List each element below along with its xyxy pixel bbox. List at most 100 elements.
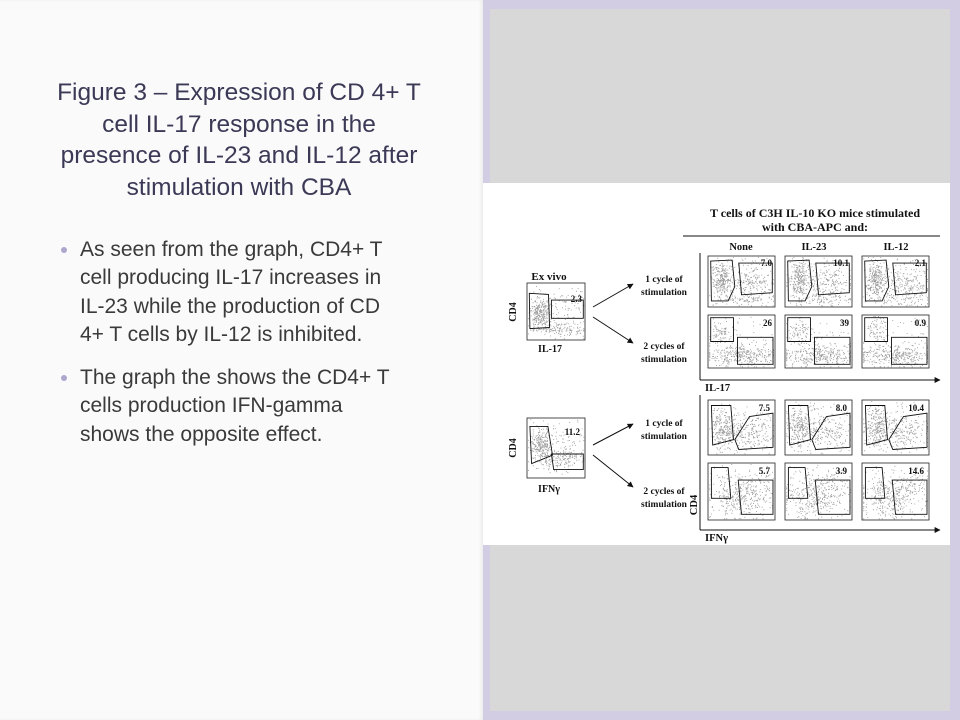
axis-label-ifng: IFNγ (705, 533, 728, 544)
flow-plot-ifng-1cycle-il12: 10.4 (861, 399, 930, 456)
y-axis-label-cd4: CD4 (508, 302, 519, 321)
gate-outline (787, 467, 809, 499)
column-header-none: None (729, 242, 753, 253)
flow-plot-il17-1cycle-il23: 10.1 (784, 255, 853, 308)
slide-title-line: presence of IL-23 and IL-12 after (60, 142, 418, 169)
axis-label-cd4: CD4 (689, 494, 700, 515)
slide-title: Figure 3 – Expression of CD 4+ T cell IL… (20, 77, 458, 203)
flow-plot-ifng-2cycles-il23: 3.9 (784, 462, 853, 521)
gate-percentage: 26 (763, 318, 773, 328)
two-cycles-label: stimulation (641, 500, 688, 510)
gate-outline (888, 412, 928, 450)
bullet-line: shows the opposite effect. (80, 422, 323, 446)
slide-text-panel: Figure 3 – Expression of CD 4+ T cell IL… (20, 77, 474, 464)
two-cycles-label: 2 cycles of (643, 487, 685, 497)
column-header-il12: IL-12 (883, 242, 908, 253)
gate-percentage: 5.7 (759, 466, 771, 476)
figure-svg: T cells of C3H IL-10 KO mice stimulated … (508, 206, 941, 544)
bullet-dot-icon (61, 247, 67, 253)
flow-plot-il17-2cycles-il12: 0.9 (861, 314, 930, 369)
gate-outline (814, 336, 851, 365)
gate-outline (787, 259, 813, 302)
scatter-dots (709, 316, 774, 368)
bullet-item: As seen from the graph, CD4+ T cell prod… (61, 236, 474, 349)
gate-outline (892, 262, 927, 296)
gate-outline (891, 479, 928, 515)
gate-outline (710, 259, 736, 302)
gate-outline (529, 425, 554, 465)
gate-percentage: 10.1 (833, 258, 849, 268)
figure-title-line: with CBA-APC and: (762, 220, 868, 234)
scatter-dots (863, 257, 928, 307)
y-axis-label-cd4: CD4 (508, 438, 519, 457)
gate-outline (710, 317, 734, 342)
gate-outline (550, 453, 584, 471)
one-cycle-label: stimulation (641, 288, 688, 298)
ex-vivo-label: Ex vivo (531, 271, 567, 283)
gate-percentage: 3.9 (836, 466, 848, 476)
bullet-line: IL-23 while the production of CD (80, 294, 380, 318)
gate-percentage: 8.0 (836, 403, 848, 413)
gate-outline (710, 467, 732, 499)
figure-image: T cells of C3H IL-10 KO mice stimulated … (483, 183, 950, 545)
gate-outline (787, 317, 811, 342)
gate-outline (864, 467, 886, 499)
scatter-dots (786, 464, 851, 520)
gate-outline (550, 299, 584, 319)
flow-plot-ifng-2cycles-none: 5.7 (707, 462, 776, 521)
scatter-dots (786, 401, 851, 455)
bullet-line: 4+ T cells by IL-12 is inhibited. (80, 322, 363, 346)
flow-plot-ifng-2cycles-il12: 14.6 (861, 462, 930, 521)
gate-outline (710, 405, 734, 446)
gate-percentage: 39 (840, 318, 850, 328)
gate-outline (737, 336, 774, 365)
bullet-line: The graph the shows the CD4+ T (80, 365, 390, 389)
scatter-dots (786, 316, 851, 368)
gate-outline (738, 262, 773, 296)
x-axis-label-ifng: IFNγ (538, 484, 560, 495)
flow-plot-il17-2cycles-il23: 39 (784, 314, 853, 369)
one-cycle-label: 1 cycle of (645, 275, 683, 285)
gate-percentage: 2.1 (915, 258, 927, 268)
slide-title-line: Figure 3 – Expression of CD 4+ T (57, 79, 421, 106)
column-header-il23: IL-23 (801, 242, 826, 253)
arrow-to-two-cycles (592, 316, 634, 344)
flow-plot-il17-1cycle-none: 7.0 (707, 255, 776, 308)
gate-outline (787, 405, 811, 446)
x-axis-label-il17: IL-17 (538, 344, 562, 355)
two-cycles-label: 2 cycles of (643, 342, 685, 352)
gate-outline (737, 479, 774, 515)
gate-outline (811, 412, 851, 450)
gate-outline (864, 317, 888, 342)
slide-title-line: cell IL-17 response in the (102, 110, 376, 138)
slide-title-line: stimulation with CBA (126, 173, 352, 201)
flow-plot-exvivo-ifng: 11.2 (526, 417, 586, 479)
figure-title-line: T cells of C3H IL-10 KO mice stimulated (710, 206, 920, 220)
scatter-dots (863, 316, 928, 368)
bullet-line: cell producing IL-17 increases in (80, 266, 382, 290)
bullet-line: As seen from the graph, CD4+ T (80, 238, 383, 261)
gate-outline (864, 259, 890, 302)
gate-percentage: 0.9 (915, 318, 927, 328)
scatter-dots (863, 465, 928, 520)
flow-plot-ifng-1cycle-none: 7.5 (707, 399, 776, 456)
gate-percentage: 10.4 (908, 403, 924, 413)
bullet-list: As seen from the graph, CD4+ T cell prod… (61, 236, 474, 464)
arrow-to-two-cycles (592, 454, 634, 488)
scatter-dots (863, 401, 928, 454)
scatter-dots (528, 419, 585, 475)
arrow-to-one-cycle (592, 283, 634, 308)
flow-plot-il17-2cycles-none: 26 (707, 314, 776, 369)
gate-outline (864, 405, 888, 446)
gate-outline (815, 262, 850, 296)
flow-plot-exvivo-il17: 2.3 (526, 282, 586, 341)
one-cycle-label: 1 cycle of (645, 419, 683, 429)
arrow-to-one-cycle (592, 423, 634, 446)
gate-percentage: 7.5 (759, 403, 771, 413)
gate-percentage: 11.2 (565, 427, 581, 437)
gate-percentage: 7.0 (761, 258, 773, 268)
gate-outline (734, 412, 774, 450)
one-cycle-label: stimulation (641, 432, 688, 442)
bullet-dot-icon (61, 374, 67, 381)
gate-percentage: 2.3 (571, 294, 583, 304)
